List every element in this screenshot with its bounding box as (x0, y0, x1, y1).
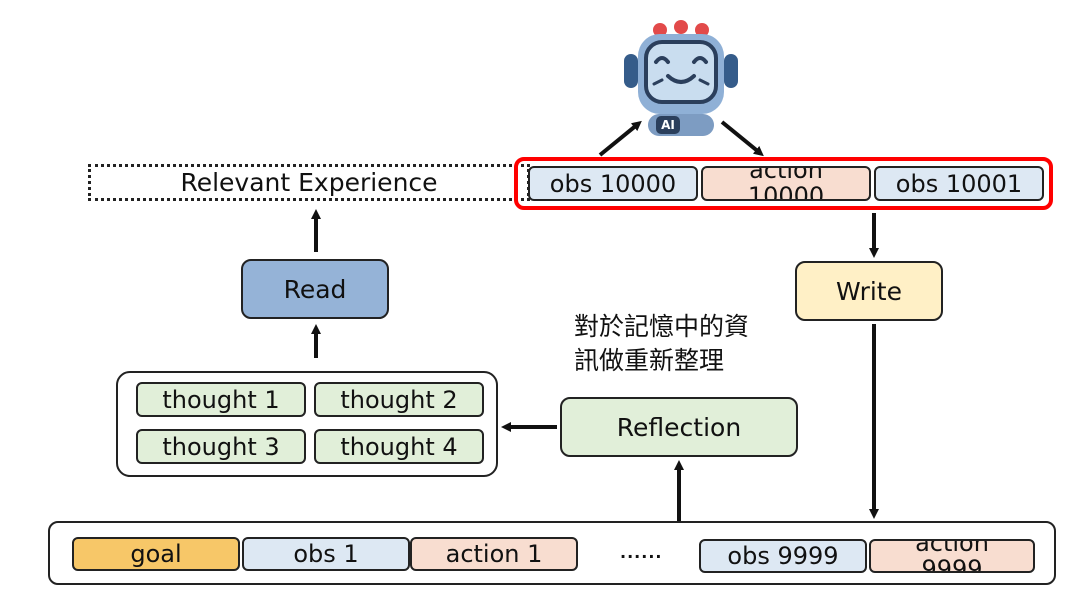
memory-goal: goal (72, 537, 240, 571)
memory-obs-1: obs 1 (242, 537, 410, 571)
memory-obs-9999: obs 9999 (699, 539, 867, 573)
action-10000: action 10000 (701, 166, 871, 201)
relevant-experience-label: Relevant Experience (180, 168, 438, 197)
thought-1: thought 1 (136, 382, 306, 417)
thought-4: thought 4 (314, 429, 484, 464)
robot-badge: AI (661, 118, 675, 132)
read-box: Read (241, 259, 389, 319)
thoughts-container (116, 371, 498, 477)
memory-action-1: action 1 (410, 537, 578, 571)
thought-3: thought 3 (136, 429, 306, 464)
memory-ellipsis: ...... (620, 543, 663, 562)
memory-action-9999: action 9999 (869, 539, 1035, 573)
robot-icon: AI (618, 18, 744, 138)
obs-10000: obs 10000 (528, 166, 698, 201)
write-box: Write (795, 261, 943, 321)
obs-10001: obs 10001 (874, 166, 1044, 201)
memory-stream (48, 521, 1056, 585)
reflection-box: Reflection (560, 397, 798, 457)
current-step-highlight (514, 157, 1053, 210)
relevant-experience-box: Relevant Experience (88, 164, 530, 201)
thought-2: thought 2 (314, 382, 484, 417)
reflection-note: 對於記憶中的資 訊做重新整理 (574, 312, 750, 375)
